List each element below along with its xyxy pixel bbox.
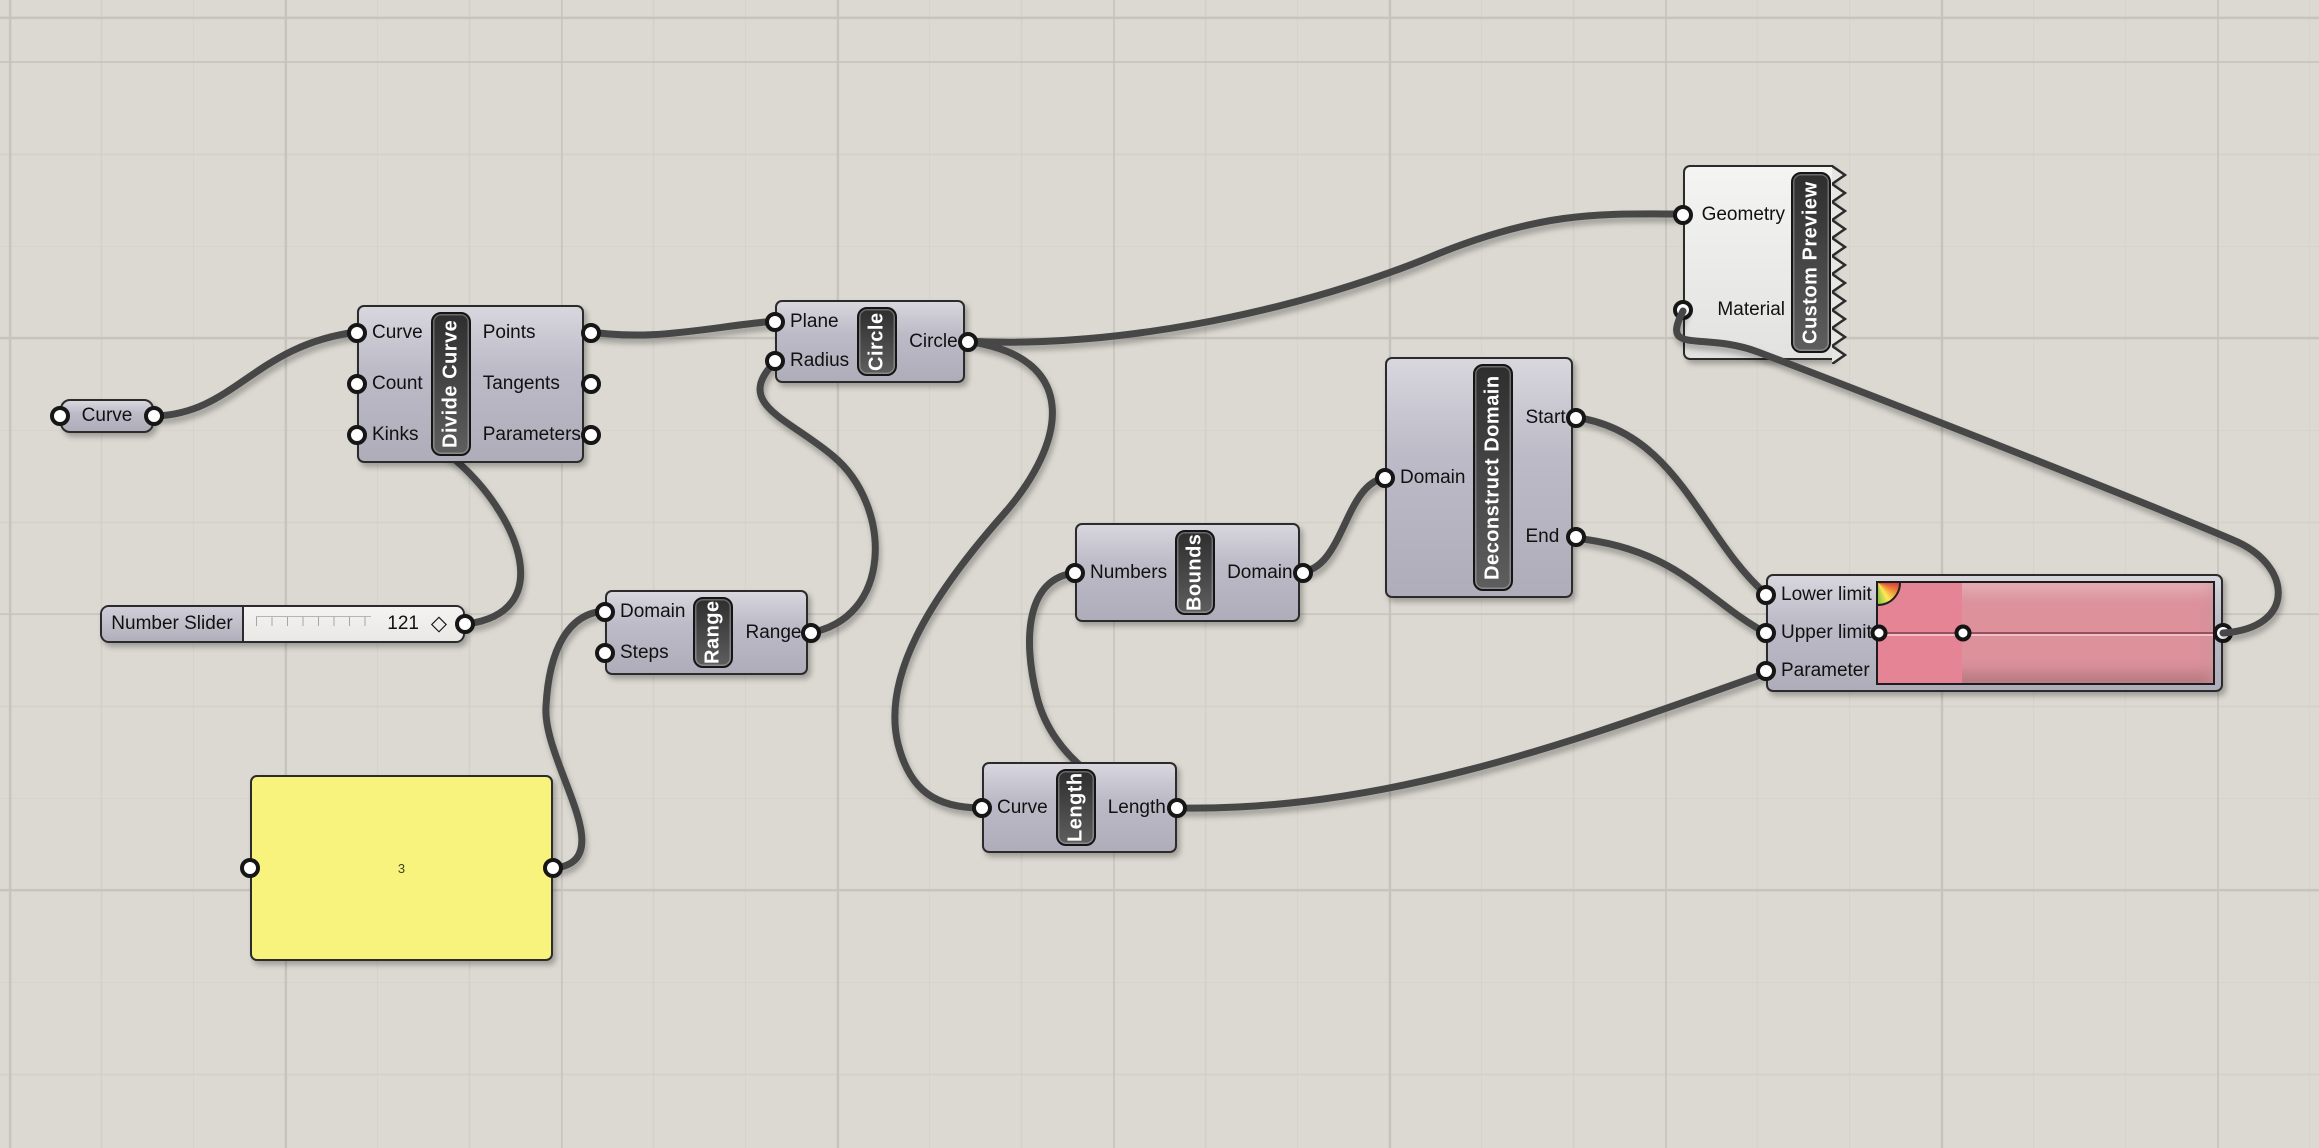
bounds-output-label: Domain [1227, 561, 1293, 583]
dividecurve-output-label-tangents: Tangents [482, 372, 560, 394]
dividecurve-input-label-curve: Curve [372, 321, 423, 343]
dividecurve-input-label-kinks: Kinks [372, 424, 419, 446]
gradient-color-area[interactable] [1870, 581, 2215, 685]
circle-input-port-radius[interactable] [765, 351, 785, 372]
dividecurve-input-port-kinks[interactable] [347, 425, 367, 446]
dividecurve-output-label-parameters: Parameters [482, 424, 581, 446]
curve-param-input-port[interactable] [50, 406, 70, 426]
curve-param-output-port[interactable] [144, 406, 164, 426]
dividecurve-output-port-parameters[interactable] [580, 425, 601, 446]
deconstruct-output-label-start: Start [1525, 407, 1566, 429]
length-input-label-curve: Curve [997, 796, 1048, 818]
wire-length-to-parameter[interactable] [1173, 669, 1770, 812]
wire-points-to-plane[interactable] [580, 317, 779, 339]
dividecurve-input-label-count: Count [372, 372, 423, 394]
range-input-port-steps[interactable] [595, 642, 615, 663]
number-slider-track[interactable]: 121 ◇ [244, 607, 463, 641]
bounds-output-port[interactable] [1292, 562, 1313, 583]
deconstruct-output-label-end: End [1525, 525, 1560, 547]
gradient-mid-line-highlight [1878, 634, 2213, 636]
panel-output-port[interactable] [543, 858, 563, 878]
circle-input-label-plane: Plane [790, 310, 839, 332]
node-bounds[interactable]: Numbers Bounds Domain [1065, 523, 1313, 622]
wire-range-to-radius[interactable] [756, 358, 879, 637]
curve-param-label: Curve [81, 405, 133, 426]
gradient-handle-mid[interactable] [1954, 624, 1972, 642]
range-input-port-domain[interactable] [595, 602, 615, 623]
bounds-input-label-numbers: Numbers [1090, 561, 1168, 583]
number-slider-ruler [256, 616, 371, 626]
circle-input-label-radius: Radius [790, 350, 850, 372]
node-length[interactable]: Curve Length Length [972, 762, 1187, 853]
wire-gradient-to-material[interactable] [1673, 307, 2282, 637]
preview-input-label-material: Material [1717, 299, 1785, 321]
node-range[interactable]: Domain Steps Range Range [595, 590, 822, 675]
node-circle[interactable]: Plane Radius Circle Circle [765, 300, 978, 383]
gradient-input-port-lowerlimit[interactable] [1756, 585, 1776, 605]
node-number-slider[interactable]: Number Slider 121 ◇ [100, 605, 475, 643]
number-slider-label: Number Slider [102, 607, 244, 641]
range-output-port[interactable] [801, 622, 822, 643]
number-slider-handle[interactable]: ◇ [430, 612, 447, 635]
gradient-input-label-upperlimit: Upper limit [1781, 622, 1872, 643]
node-divide-curve[interactable]: Curve Count Kinks Divide Curve Points Ta… [347, 305, 601, 463]
range-output-label: Range [745, 621, 802, 643]
length-output-label: Length [1107, 796, 1166, 818]
wire-start-to-lowerlimit[interactable] [1569, 413, 1770, 598]
gradient-input-label-parameter: Parameter [1781, 660, 1870, 681]
deconstruct-output-port-end[interactable] [1565, 526, 1586, 547]
range-input-label-steps: Steps [620, 641, 669, 663]
dividecurve-input-port-curve[interactable] [347, 322, 367, 343]
deconstruct-input-label-domain: Domain [1400, 466, 1466, 488]
dividecurve-output-port-tangents[interactable] [580, 373, 601, 394]
circle-output-label: Circle [909, 330, 958, 352]
preview-input-port-geometry[interactable] [1673, 204, 1693, 225]
length-input-port-curve[interactable] [972, 797, 992, 818]
gradient-input-port-upperlimit[interactable] [1756, 623, 1776, 643]
node-panel[interactable]: 3 [240, 775, 563, 961]
wire-curve-to-dividecurve[interactable] [152, 328, 361, 420]
range-input-label-domain: Domain [620, 601, 686, 623]
dividecurve-output-port-points[interactable] [580, 322, 601, 343]
gradient-handle-left[interactable] [1870, 624, 1888, 642]
panel-text: 3 [397, 860, 406, 876]
deconstruct-output-port-start[interactable] [1565, 408, 1586, 429]
panel-input-port[interactable] [240, 858, 260, 878]
node-deconstruct-domain[interactable]: Domain Deconstruct Domain Start End [1375, 357, 1586, 598]
wire-panel-to-range-domain[interactable] [542, 607, 609, 872]
gradient-input-label-lowerlimit: Lower limit [1781, 584, 1872, 605]
wire-circle-to-geometry[interactable] [961, 210, 1687, 346]
preview-input-label-geometry: Geometry [1701, 203, 1785, 225]
wire-circle-to-length[interactable] [891, 337, 1056, 812]
circle-input-port-plane[interactable] [765, 311, 785, 332]
circle-output-port[interactable] [957, 331, 978, 352]
dividecurve-output-label-points: Points [482, 321, 536, 343]
bounds-input-port-numbers[interactable] [1065, 562, 1085, 583]
length-output-port[interactable] [1167, 797, 1187, 818]
deconstruct-input-port-domain[interactable] [1375, 467, 1395, 488]
gradient-input-port-parameter[interactable] [1756, 661, 1776, 681]
dividecurve-input-port-count[interactable] [347, 373, 367, 394]
preview-zigzag-edge [1832, 165, 1847, 364]
wire-end-to-upperlimit[interactable] [1569, 534, 1770, 637]
node-curve-param[interactable]: Curve [50, 399, 164, 433]
wire-bounds-to-deconstruct[interactable] [1296, 474, 1389, 576]
node-gradient[interactable]: Lower limit Upper limit Parameter [1756, 574, 2233, 692]
number-slider-output-port[interactable] [455, 614, 475, 634]
number-slider-value: 121 [387, 613, 419, 634]
gradient-mid-line [1878, 632, 2213, 634]
